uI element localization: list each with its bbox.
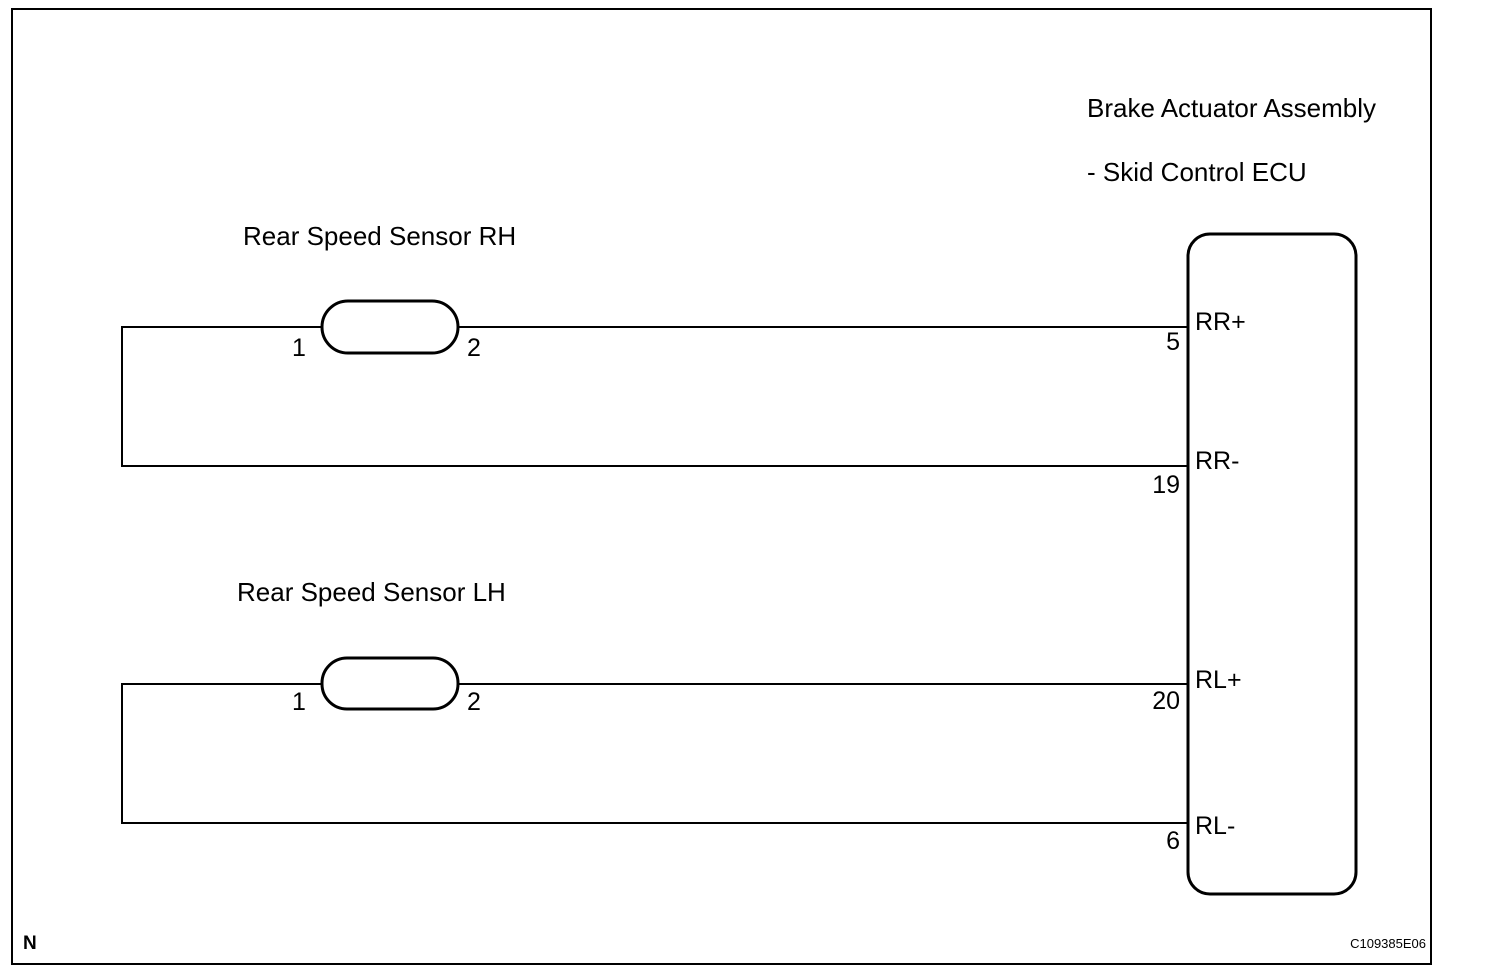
ecu-title-line2: - Skid Control ECU: [1087, 157, 1307, 187]
ecu-terminal-rr-plus: RR+: [1195, 308, 1246, 336]
rh-sensor-pin-right: 2: [467, 334, 481, 362]
ecu-title-line1: Brake Actuator Assembly: [1087, 93, 1377, 123]
diagram-frame: [11, 8, 1432, 965]
ecu-terminal-rl-minus: RL-: [1195, 812, 1236, 840]
rh-sensor-pin-left: 1: [292, 334, 306, 362]
lh-sensor-label: Rear Speed Sensor LH: [237, 577, 506, 607]
ecu-pin-rl-plus: 20: [1152, 687, 1180, 715]
ecu-terminal-rr-minus: RR-: [1195, 447, 1240, 475]
figure-code: C109385E06: [1350, 936, 1426, 951]
ecu-pin-rl-minus: 6: [1166, 827, 1180, 855]
corner-letter: N: [23, 933, 37, 954]
rh-sensor-label: Rear Speed Sensor RH: [243, 221, 517, 251]
lh-sensor-symbol: [320, 656, 460, 711]
ecu-terminal-rl-plus: RL+: [1195, 666, 1242, 694]
ecu-box: [1186, 232, 1358, 896]
lh-sensor-pin-right: 2: [467, 688, 481, 716]
lh-sensor-circuit: [121, 656, 1188, 824]
ecu-pin-rr-plus: 5: [1166, 328, 1180, 356]
rh-wire-rr-minus: [121, 326, 1188, 467]
lh-sensor-pin-left: 1: [292, 688, 306, 716]
lh-wire-rl-minus: [121, 683, 1188, 824]
rh-sensor-circuit: [121, 299, 1188, 467]
ecu-pin-rr-minus: 19: [1152, 471, 1180, 499]
rh-sensor-symbol: [320, 299, 460, 355]
